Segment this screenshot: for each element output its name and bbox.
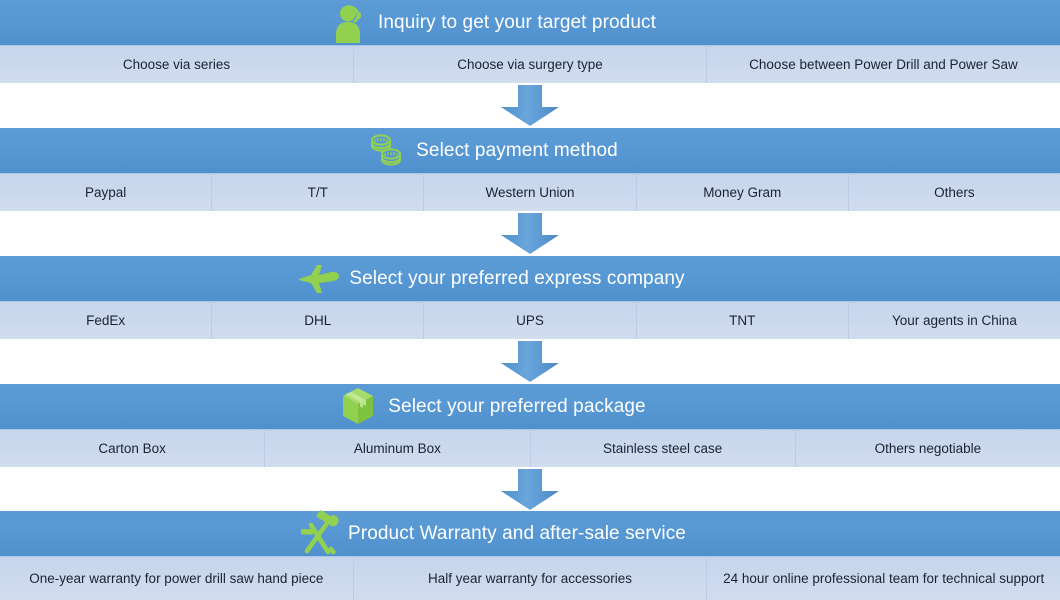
- option-item[interactable]: Choose via surgery type: [354, 46, 707, 83]
- option-row-warranty: One-year warranty for power drill saw ha…: [0, 556, 1060, 600]
- box-package-icon: [338, 385, 378, 429]
- option-item[interactable]: TNT: [637, 302, 849, 339]
- option-item[interactable]: Paypal: [0, 174, 213, 211]
- section-title: Select payment method: [416, 139, 618, 161]
- section-title: Select your preferred package: [388, 395, 646, 417]
- option-item[interactable]: FedEx: [0, 302, 213, 339]
- option-item[interactable]: Choose via series: [0, 46, 354, 83]
- option-row-payment: Paypal T/T Western Union Money Gram Othe…: [0, 173, 1060, 211]
- option-item[interactable]: DHL: [212, 302, 425, 339]
- section-header-inquiry: Inquiry to get your target product: [0, 0, 1060, 45]
- arrow-down-3: [500, 341, 560, 382]
- flow-section-package: Select your preferred package Carton Box…: [0, 384, 1060, 467]
- option-item[interactable]: Stainless steel case: [531, 430, 796, 467]
- coins-icon: [366, 129, 406, 173]
- option-row-inquiry: Choose via series Choose via surgery typ…: [0, 45, 1060, 83]
- flow-section-express: Select your preferred express company Fe…: [0, 256, 1060, 339]
- option-item[interactable]: UPS: [424, 302, 637, 339]
- hammer-wrench-icon: [298, 509, 339, 556]
- option-item[interactable]: Carton Box: [0, 430, 266, 467]
- option-item[interactable]: Choose between Power Drill and Power Saw: [749, 56, 1018, 72]
- option-item[interactable]: T/T: [212, 174, 425, 211]
- option-item[interactable]: Your agents in China: [891, 312, 1017, 328]
- option-row-package: Carton Box Aluminum Box Stainless steel …: [0, 429, 1060, 467]
- option-item[interactable]: 24 hour online professional team for tec…: [723, 570, 1045, 586]
- option-item[interactable]: Western Union: [424, 174, 637, 211]
- option-item[interactable]: Aluminum Box: [265, 430, 531, 467]
- option-item[interactable]: Money Gram: [637, 174, 849, 211]
- section-header-express: Select your preferred express company: [0, 256, 1060, 301]
- option-item[interactable]: Others: [934, 184, 975, 200]
- arrow-down-4: [500, 469, 560, 510]
- option-item[interactable]: One-year warranty for power drill saw ha…: [0, 557, 354, 600]
- arrow-down-1: [500, 85, 560, 126]
- option-item[interactable]: Half year warranty for accessories: [354, 557, 708, 600]
- flow-section-inquiry: Inquiry to get your target product Choos…: [0, 0, 1060, 83]
- section-title: Inquiry to get your target product: [378, 11, 656, 33]
- option-row-express: FedEx DHL UPS TNT Your agents in China: [0, 301, 1060, 339]
- option-item[interactable]: Others negotiable: [874, 440, 982, 456]
- section-header-package: Select your preferred package: [0, 384, 1060, 429]
- airplane-icon: [299, 257, 340, 301]
- section-title: Select your preferred express company: [349, 267, 685, 289]
- arrow-down-2: [500, 213, 560, 254]
- section-title: Product Warranty and after-sale service: [348, 522, 686, 544]
- section-header-payment: Select payment method: [0, 128, 1060, 173]
- flow-section-warranty: Product Warranty and after-sale service …: [0, 509, 1060, 600]
- headset-person-icon: [328, 1, 368, 45]
- section-header-warranty: Product Warranty and after-sale service: [0, 509, 1060, 556]
- flow-section-payment: Select payment method Paypal T/T Western…: [0, 128, 1060, 211]
